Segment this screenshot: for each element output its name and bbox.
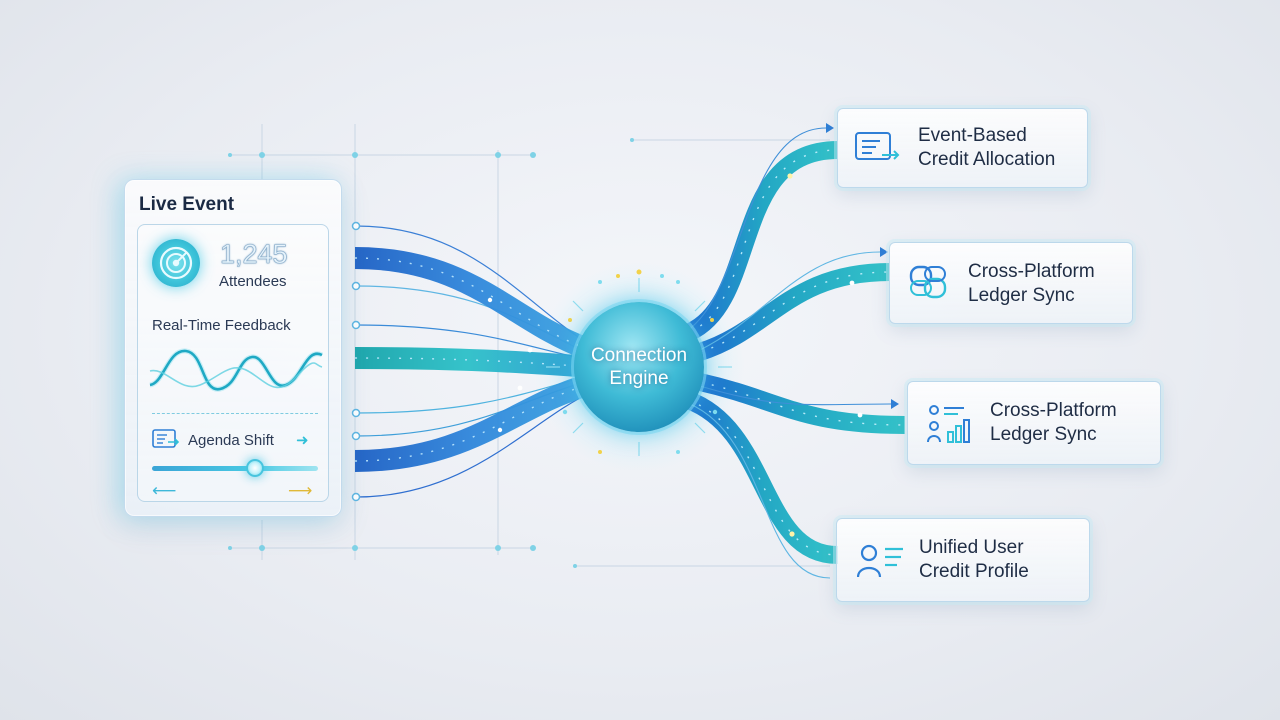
output-label: Event-Based Credit Allocation (918, 124, 1055, 172)
input-cable-middle (354, 347, 579, 377)
output-label: Cross-Platform Ledger Sync (968, 260, 1095, 308)
feedback-wave (149, 348, 324, 392)
output-label-line2: Ledger Sync (990, 424, 1097, 445)
input-cables (354, 247, 592, 472)
output-card-ledger-sync-2: Cross-Platform Ledger Sync (907, 381, 1161, 465)
user-list-chart-icon (927, 405, 970, 443)
agenda-slider-track[interactable] (152, 466, 318, 471)
input-cable-top (354, 247, 589, 359)
divider (152, 413, 318, 414)
output-card-credit-allocation: Event-Based Credit Allocation (837, 108, 1088, 188)
output-cables (684, 141, 906, 564)
arrow-right-icon: ➜ (296, 432, 309, 449)
output-label-line2: Ledger Sync (968, 285, 1075, 306)
live-event-card: Live Event 1,245 Attendees Real-Time Fee… (124, 179, 342, 517)
output-threads (687, 127, 894, 579)
agenda-slider-thumb[interactable] (245, 459, 264, 477)
output-label-line1: Cross-Platform (990, 400, 1117, 421)
output-card-user-credit-profile: Unified User Credit Profile (836, 518, 1090, 602)
output-label: Cross-Platform Ledger Sync (990, 399, 1117, 447)
output-label-line1: Event-Based (918, 125, 1027, 146)
live-event-title: Live Event (139, 194, 235, 215)
output-label-line1: Cross-Platform (968, 261, 1095, 282)
event-stats-panel: 1,245 Attendees Real-Time Feedback Agend… (137, 224, 329, 502)
user-profile-icon (857, 544, 903, 578)
attendee-label: Attendees (219, 273, 287, 290)
engine-label-line1: Connection (590, 345, 688, 366)
output-cable-1 (685, 141, 839, 341)
connection-engine-node: Connection Engine (574, 302, 704, 432)
input-thread-nodes (351, 221, 361, 502)
linked-rings-icon (909, 265, 947, 299)
output-label: Unified User Credit Profile (919, 536, 1029, 584)
engine-rays (546, 278, 732, 456)
output-label-line2: Credit Profile (919, 561, 1029, 582)
target-icon (152, 239, 200, 287)
input-cable-bottom (354, 374, 592, 472)
output-card-ledger-sync-1: Cross-Platform Ledger Sync (889, 242, 1133, 324)
output-label-line1: Unified User (919, 537, 1024, 558)
engine-sparkles (487, 173, 863, 537)
agenda-shift-label: Agenda Shift (188, 432, 274, 449)
engine-label-line2: Engine (609, 368, 669, 389)
output-label-line2: Credit Allocation (918, 149, 1056, 170)
grid-nodes (228, 138, 634, 568)
attendee-count: 1,245 (220, 239, 288, 270)
credit-card-transfer-icon (855, 132, 900, 160)
arrow-left-icon: ⟵ (152, 481, 177, 500)
output-cable-highlights (687, 149, 906, 556)
agenda-icon (152, 429, 180, 448)
arrow-right-icon: ⟶ (288, 481, 313, 500)
feedback-label: Real-Time Feedback (152, 317, 291, 334)
input-cable-highlights (354, 257, 589, 462)
output-arrowheads (826, 123, 899, 409)
